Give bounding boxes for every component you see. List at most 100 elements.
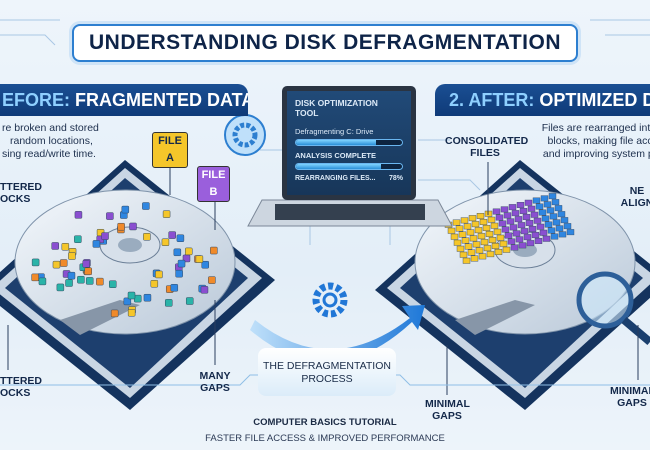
fragmented-block <box>164 299 173 307</box>
progress-bar-analysis <box>295 163 403 170</box>
consolidated-block <box>549 213 558 220</box>
label-line: ALIGN <box>620 197 650 209</box>
label-line: THE DEFRAGMENTATION <box>263 360 391 372</box>
consolidated-block <box>557 211 566 218</box>
fragmented-block <box>84 267 92 276</box>
consolidated-block <box>478 253 487 260</box>
file-a-tag: FILE A <box>152 132 188 168</box>
consolidated-block <box>516 201 525 208</box>
left-hard-drive <box>0 160 275 410</box>
fragmented-block <box>168 231 176 239</box>
label-line: NE <box>629 185 645 197</box>
consolidated-block <box>504 232 513 239</box>
consolidated-block <box>515 236 524 243</box>
fragmented-block <box>31 273 39 282</box>
right-hard-drive <box>375 160 650 410</box>
footer-title: COMPUTER BASICS TUTORIAL <box>253 417 397 428</box>
consolidated-block <box>531 231 540 238</box>
fragmented-block <box>143 232 151 241</box>
fragmented-block <box>195 255 204 263</box>
disk-optimization-tool-screen: DISK OPTIMIZATION TOOL Defragmenting C: … <box>282 86 416 200</box>
consolidated-block <box>506 218 515 225</box>
fragmented-block <box>210 246 218 255</box>
fragmented-block <box>177 259 186 268</box>
consolidated-block <box>450 233 459 240</box>
page-title: UNDERSTANDING DISK DEFRAGMENTATION <box>72 24 578 62</box>
desc-line: blocks, making file acce <box>547 135 650 147</box>
consolidated-block <box>526 240 535 247</box>
gear-icon-process <box>312 282 348 318</box>
consolidated-block <box>452 219 461 226</box>
consolidated-block <box>540 195 549 202</box>
consolidated-block <box>483 245 492 252</box>
fragmented-block <box>77 275 85 284</box>
consolidated-block <box>463 223 472 230</box>
consolidated-block <box>498 220 507 227</box>
consolidated-block <box>485 230 494 237</box>
consolidated-block <box>538 209 547 216</box>
fragmented-block <box>208 276 216 284</box>
fragmented-block <box>170 284 179 292</box>
consolidated-block <box>554 205 563 212</box>
file-b-tag: FILE B <box>197 166 230 202</box>
label-line: FILES <box>470 147 500 159</box>
consolidated-block <box>544 221 553 228</box>
consolidated-block <box>507 238 516 245</box>
fragmented-block <box>173 248 182 257</box>
consolidated-block <box>500 206 509 213</box>
label-line: TTERED <box>0 181 42 193</box>
fragmented-block <box>155 270 163 279</box>
fragmented-block <box>142 202 150 210</box>
consolidated-block <box>523 234 532 241</box>
consolidated-block <box>550 233 559 240</box>
fragmented-block <box>59 259 68 267</box>
consolidated-block <box>453 239 462 246</box>
consolidated-block <box>541 215 550 222</box>
consolidated-block <box>511 210 520 217</box>
magnifier-icon <box>576 271 650 346</box>
consolidated-block <box>464 243 473 250</box>
consolidated-block <box>496 234 505 241</box>
consolidated-block <box>525 219 534 226</box>
consolidated-block <box>533 217 542 224</box>
consolidated-block <box>509 224 518 231</box>
consolidated-block <box>552 219 561 226</box>
consolidated-block <box>479 218 488 225</box>
fragmented-block <box>52 260 61 269</box>
fragmented-block <box>201 260 210 269</box>
fragmented-block <box>123 297 132 306</box>
fragmented-block <box>65 279 73 287</box>
consolidated-block <box>474 227 483 234</box>
label-line: MINIMAL <box>425 398 470 410</box>
fragmented-block <box>96 277 104 286</box>
consolidated-block <box>455 225 464 232</box>
after-header-prefix: 2. AFTER: <box>449 90 535 110</box>
consolidated-block <box>466 229 475 236</box>
fragmented-block <box>106 212 114 220</box>
label-line: GAPS <box>617 397 647 409</box>
fragmented-block <box>110 309 119 318</box>
process-arrow <box>250 305 425 363</box>
consolidated-block <box>528 225 537 232</box>
fragmented-block <box>82 260 91 268</box>
consolidated-block <box>560 217 569 224</box>
label-line: GAPS <box>432 410 462 422</box>
desc-line: and improving system per <box>542 148 650 160</box>
tool-title: DISK OPTIMIZATION TOOL <box>295 98 378 118</box>
label-line: CONSOLIDATED <box>445 135 529 147</box>
fragmented-block <box>85 277 94 285</box>
label-line: TTERED <box>0 375 42 387</box>
label-line: OCKS <box>0 387 31 399</box>
after-description: Files are rearranged into c blocks, maki… <box>538 122 650 161</box>
fragmented-block <box>133 294 142 303</box>
consolidated-block <box>494 248 503 255</box>
consolidated-block <box>493 228 502 235</box>
fragmented-block <box>67 271 76 280</box>
before-header: EFORE: FRAGMENTED DATA <box>0 84 248 116</box>
consolidated-block <box>495 214 504 221</box>
